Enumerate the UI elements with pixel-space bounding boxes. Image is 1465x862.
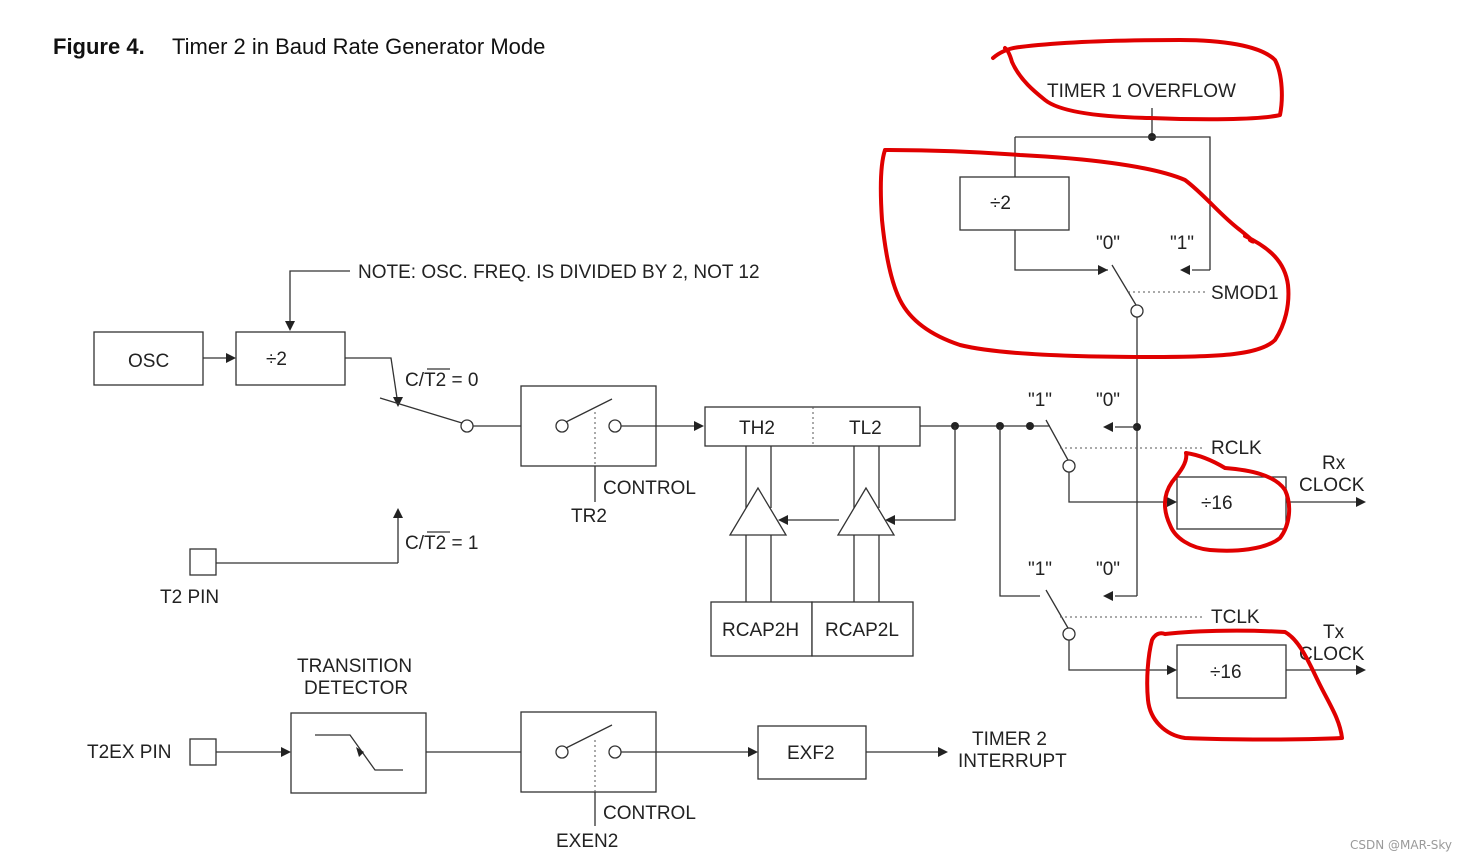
arrowhead xyxy=(281,747,291,757)
osc-divide-by-2-box xyxy=(235,331,346,386)
figure-number: Figure 4. xyxy=(53,34,145,59)
arrowhead xyxy=(778,515,788,525)
t2-pin-square xyxy=(189,548,217,576)
osc-div2-label: ÷2 xyxy=(266,349,287,370)
control-bottom-label: CONTROL xyxy=(603,803,696,824)
arrowhead xyxy=(1103,591,1113,601)
note-leader xyxy=(289,270,350,322)
rclk-label: RCLK xyxy=(1211,438,1262,459)
arrowhead xyxy=(226,353,236,363)
t2ex-pin-square xyxy=(189,738,217,766)
transition-label-1: TRANSITION xyxy=(297,656,412,677)
tx-div16-label: ÷16 xyxy=(1210,662,1242,683)
arrowhead xyxy=(1356,665,1366,675)
arrowhead xyxy=(1167,497,1177,507)
rx-div16-label: ÷16 xyxy=(1201,493,1233,514)
control-top-label: CONTROL xyxy=(603,478,696,499)
timer2-interrupt-label-2: INTERRUPT xyxy=(958,751,1067,772)
rclk-out-wire xyxy=(1068,472,1167,503)
figure-caption: Timer 2 in Baud Rate Generator Mode xyxy=(172,34,545,59)
red-annotation-timer1-overflow xyxy=(991,38,1284,122)
exf2-label: EXF2 xyxy=(787,743,835,764)
arrowhead xyxy=(748,747,758,757)
div2-out-wire xyxy=(1014,230,1108,271)
smod1-label: SMOD1 xyxy=(1211,283,1279,304)
ct2-switch-blade xyxy=(379,397,463,424)
tx-divide-by-16-box xyxy=(1176,644,1287,699)
t2ex-pin-label: T2EX PIN xyxy=(87,742,171,763)
smod-one-label: "1" xyxy=(1170,233,1194,254)
rx-clock-label-2: CLOCK xyxy=(1299,475,1365,496)
tclk-one-label: "1" xyxy=(1028,559,1052,580)
arrowhead xyxy=(393,508,403,518)
arrowhead xyxy=(1167,665,1177,675)
tclk-switch-blade xyxy=(1045,589,1069,629)
red-annotation-tx-div16 xyxy=(1145,628,1344,742)
rclk-switch-terminal xyxy=(1062,459,1076,473)
tx-clock-label-2: CLOCK xyxy=(1299,644,1365,665)
control-switch-terminal xyxy=(608,745,622,759)
note-label: NOTE: OSC. FREQ. IS DIVIDED BY 2, NOT 12 xyxy=(358,262,760,283)
arrowhead xyxy=(393,397,403,407)
to-tclk-wire xyxy=(999,426,1040,597)
div2-to-switch-wire xyxy=(345,357,398,399)
control-switch-terminal xyxy=(555,419,569,433)
reload-buffer-low xyxy=(836,486,896,536)
arrowhead xyxy=(1098,265,1108,275)
osc-label: OSC xyxy=(128,351,169,372)
tclk-out-wire xyxy=(1068,640,1167,671)
smod-div2-label: ÷2 xyxy=(990,193,1011,214)
rcap2l-register xyxy=(811,601,914,657)
timer1-overflow-label: TIMER 1 OVERFLOW xyxy=(1047,81,1236,102)
tclk-zero-label: "0" xyxy=(1096,559,1120,580)
ct2-one-label: C/T2 = 1 xyxy=(405,533,478,554)
arrowhead xyxy=(1103,422,1113,432)
arrowhead xyxy=(1180,265,1190,275)
transition-label-2: DETECTOR xyxy=(304,678,408,699)
rclk-zero-label: "0" xyxy=(1096,390,1120,411)
ct2-zero-label: C/T2 = 0 xyxy=(405,370,478,391)
smod-switch-terminal xyxy=(1130,304,1144,318)
control-switch-blade xyxy=(565,724,613,749)
th2-label: TH2 xyxy=(739,418,775,439)
tl2-label: TL2 xyxy=(849,418,882,439)
rclk-one-label: "1" xyxy=(1028,390,1052,411)
rx-clock-label-1: Rx xyxy=(1322,453,1346,474)
control-switch-blade xyxy=(565,398,613,423)
red-annotation-smod-section xyxy=(878,148,1291,359)
control-switch-terminal xyxy=(608,419,622,433)
arrowhead xyxy=(885,515,895,525)
arrowhead xyxy=(1356,497,1366,507)
smod-divide-by-2-box xyxy=(959,176,1070,231)
ct2-switch-terminal xyxy=(460,419,474,433)
tclk-label: TCLK xyxy=(1211,607,1260,628)
junction-dot xyxy=(1026,422,1034,430)
rcap2h-register xyxy=(710,601,813,657)
arrowhead xyxy=(356,747,364,757)
rx-divide-by-16-box xyxy=(1176,476,1287,530)
arrowhead xyxy=(694,421,704,431)
exen2-label: EXEN2 xyxy=(556,831,618,852)
control-switch-terminal xyxy=(555,745,569,759)
timer2-interrupt-label-1: TIMER 2 xyxy=(972,729,1047,750)
rcap2h-label: RCAP2H xyxy=(722,620,799,641)
smod-switch-blade xyxy=(1111,264,1137,306)
tx-clock-label-1: Tx xyxy=(1323,622,1345,643)
tr2-label: TR2 xyxy=(571,506,607,527)
smod-zero-label: "0" xyxy=(1096,233,1120,254)
arrowhead xyxy=(285,321,295,331)
red-annotation-rx-div16 xyxy=(1163,451,1292,553)
tclk-switch-terminal xyxy=(1062,627,1076,641)
watermark: CSDN @MAR-Sky xyxy=(1350,838,1452,852)
reload-buffer-high xyxy=(728,486,788,536)
rclk-switch-blade xyxy=(1045,419,1069,461)
reload-feedback-wire xyxy=(894,426,956,521)
arrowhead xyxy=(938,747,948,757)
exf2-box xyxy=(757,725,867,780)
overflow-split-wire xyxy=(1015,136,1211,270)
t2-pin-label: T2 PIN xyxy=(160,587,219,608)
rcap2l-label: RCAP2L xyxy=(825,620,899,641)
